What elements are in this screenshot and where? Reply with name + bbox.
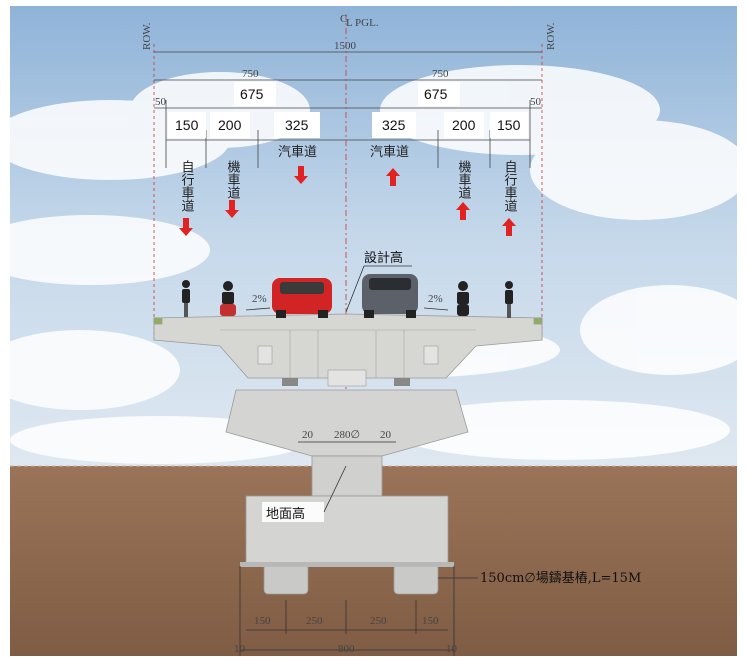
arrow-down-icon <box>179 218 193 236</box>
dim-edge-right: 50 <box>530 96 542 108</box>
dim-half-right: 750 <box>432 68 449 80</box>
slope-left-label: 2% <box>252 293 267 305</box>
piles <box>263 563 439 595</box>
carriage-right-value: 675 <box>424 86 448 102</box>
ground-level-label: 地面高 <box>266 506 305 522</box>
lane-width-5: 150 <box>497 117 521 133</box>
pile-note: 150cm∅場鑄基樁,L=15M <box>480 571 641 586</box>
deck-cells <box>257 345 439 387</box>
lane-label-car-left: 汽車道 <box>278 145 317 160</box>
pier-column <box>311 455 383 497</box>
column-right-dim: 20 <box>380 429 392 441</box>
top-dimensions <box>153 44 543 340</box>
carriage-left-value: 675 <box>240 86 264 102</box>
clouds <box>0 65 747 464</box>
cyclist-right <box>505 281 513 318</box>
row-left-label: ROW. <box>141 22 153 50</box>
bottom-dim-1: 250 <box>306 615 323 627</box>
motorcyclist-left <box>220 281 236 316</box>
lane-width-1: 200 <box>218 117 242 133</box>
lane-label-moto-left: 機車道 <box>225 160 241 199</box>
slope-right-label: 2% <box>428 293 443 305</box>
lane-width-3: 325 <box>382 117 406 133</box>
row-right-label: ROW. <box>545 22 557 50</box>
lane-width-2: 325 <box>285 117 309 133</box>
arrow-down-icon <box>294 166 308 184</box>
dim-edge-left: 50 <box>155 96 167 108</box>
arrow-up-icon <box>386 168 400 186</box>
dim-total: 1500 <box>334 40 357 52</box>
motorcyclist-right <box>457 281 469 316</box>
arrow-up-icon <box>456 202 470 220</box>
bottom-dim-2: 250 <box>370 615 387 627</box>
lane-width-boxes: 150 200 325 325 200 150 <box>168 112 528 138</box>
bottom-dim-3: 150 <box>422 615 439 627</box>
lane-width-0: 150 <box>175 117 199 133</box>
design-height-label: 設計高 <box>364 250 403 266</box>
centerline-label: L PGL. <box>346 17 379 29</box>
arrow-down-icon <box>225 200 239 218</box>
lane-label-bike-left: 自行車道 <box>179 160 195 212</box>
car-grey <box>362 274 418 318</box>
column-diameter: 280∅ <box>334 429 360 441</box>
column-left-dim: 20 <box>302 429 314 441</box>
bottom-dim-edge-right: 10 <box>446 643 458 655</box>
car-red <box>272 278 332 318</box>
bottom-dim-total: 800 <box>338 643 355 655</box>
centerline-symbol: C <box>340 13 347 25</box>
bottom-dimensions <box>239 566 455 656</box>
lane-label-bike-right: 自行車道 <box>502 160 518 212</box>
carriage-width-boxes: 675 675 <box>234 82 460 106</box>
lane-label-moto-right: 機車道 <box>456 160 472 199</box>
arrow-up-icon <box>502 218 516 236</box>
bottom-dim-edge-left: 10 <box>234 643 246 655</box>
dim-half-left: 750 <box>242 68 259 80</box>
cyclist-left <box>182 280 190 317</box>
bearings <box>282 378 410 386</box>
lane-label-car-right: 汽車道 <box>370 145 409 160</box>
lane-width-4: 200 <box>452 117 476 133</box>
bottom-dim-0: 150 <box>254 615 271 627</box>
direction-arrows <box>179 166 516 236</box>
